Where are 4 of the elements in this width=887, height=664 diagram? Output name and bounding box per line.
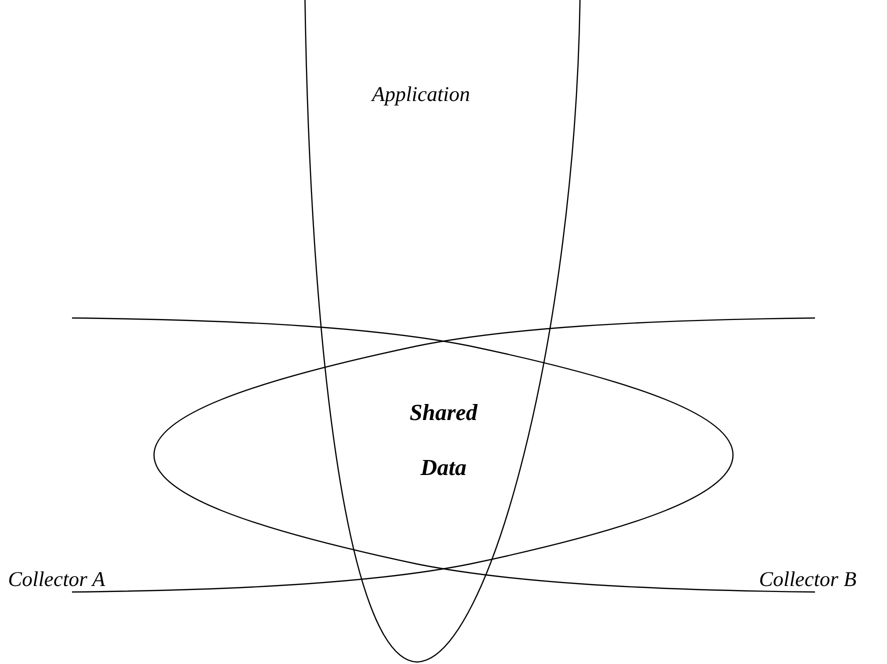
region-label: Application [372, 82, 470, 107]
region-label: Shared Data [408, 399, 479, 482]
region-label: Collector A [8, 567, 106, 592]
region-label: Collector B [759, 567, 856, 592]
